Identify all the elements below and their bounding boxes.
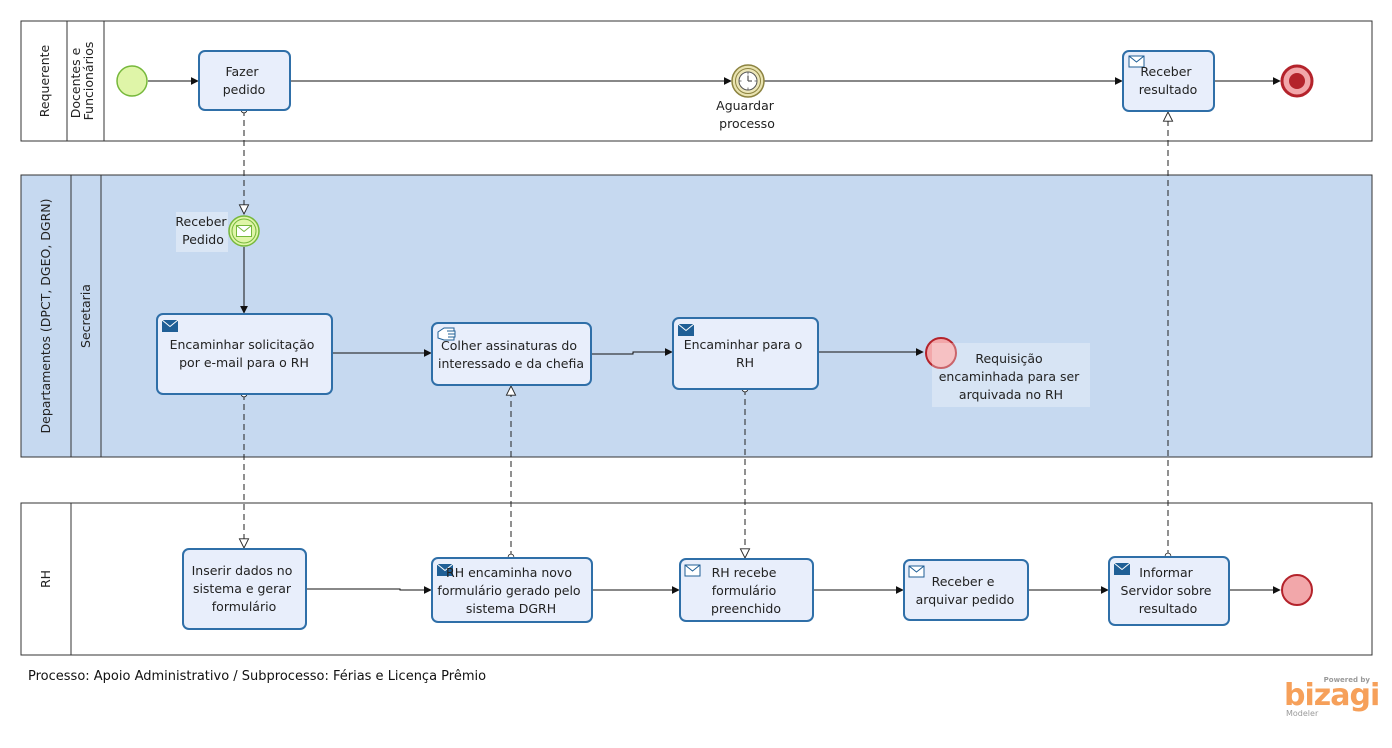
task-receber-resultado-label: Receber resultado [1139, 64, 1198, 97]
task-encaminhar-rh[interactable]: Encaminhar para o RH [672, 317, 819, 390]
logo-sub-text: Modeler [1286, 709, 1319, 718]
task-rh-encaminha[interactable]: RH encaminha novo formulário gerado pelo… [431, 557, 593, 623]
message-start-event-receber-pedido [228, 215, 260, 247]
pool-departamentos-label: Departamentos (DPCT, DGEO, DGRN) [38, 198, 53, 433]
receber-pedido-label-bg [176, 212, 228, 252]
diagram-caption: Processo: Apoio Administrativo / Subproc… [28, 669, 487, 684]
task-fazer-pedido[interactable]: Fazer pedido [198, 50, 291, 111]
lane-docentes-label: Docentes e Funcionários [68, 42, 96, 121]
envelope-outline-icon [1128, 55, 1145, 68]
start-event [116, 65, 148, 97]
task-inserir-dados[interactable]: Inserir dados no sistema e gerar formulá… [182, 548, 307, 630]
end-event-rh [1281, 574, 1313, 606]
manual-task-hand-icon [437, 327, 456, 341]
task-encaminhar-solicitacao[interactable]: Encaminhar solicitação por e-mail para o… [156, 313, 333, 395]
logo-brand-text: bizagi [1284, 678, 1380, 713]
task-rh-encaminha-label: RH encaminha novo formulário gerado pelo… [437, 565, 584, 616]
task-rh-recebe[interactable]: RH recebe formulário preenchido [679, 558, 814, 622]
flow-inserir-to-rh-encaminha [306, 586, 432, 594]
envelope-icon [236, 225, 252, 237]
task-inserir-dados-label: Inserir dados no sistema e gerar formulá… [192, 563, 297, 614]
sequence-flows [148, 77, 1281, 594]
envelope-filled-icon [1113, 562, 1131, 575]
envelope-outline-icon [684, 564, 701, 577]
timer-label-line: processo [719, 116, 775, 131]
task-encaminhar-solicitacao-label: Encaminhar solicitação por e-mail para o… [170, 337, 319, 370]
requisicao-end-label: Requisição encaminhada para ser arquivad… [939, 351, 1084, 402]
task-colher-assinaturas[interactable]: Colher assinaturas do interessado e da c… [431, 322, 592, 386]
end-event-requerente [1280, 64, 1314, 98]
timer-label-line: Aguardar [716, 98, 775, 113]
task-receber-arquivar[interactable]: Receber e arquivar pedido [903, 559, 1029, 621]
task-receber-arquivar-label: Receber e arquivar pedido [916, 574, 1015, 607]
task-receber-resultado[interactable]: Receber resultado [1122, 50, 1215, 112]
receber-pedido-label: Receber Pedido [175, 214, 230, 247]
task-fazer-pedido-label: Fazer pedido [223, 64, 266, 97]
requisicao-label-bg [932, 343, 1090, 407]
pool-rh-label: RH [38, 570, 53, 588]
message-flows [244, 110, 1168, 558]
lane-secretaria-label: Secretaria [78, 284, 93, 348]
flow-colher-to-encaminhar-rh [591, 348, 673, 356]
bizagi-logo: Powered by bizagi Modeler [1282, 676, 1380, 720]
task-colher-assinaturas-label: Colher assinaturas do interessado e da c… [438, 338, 584, 371]
task-informar-servidor[interactable]: Informar Servidor sobre resultado [1108, 556, 1230, 626]
task-encaminhar-rh-label: Encaminhar para o RH [684, 337, 807, 370]
timer-event-label: Aguardar processo [716, 98, 778, 131]
task-informar-servidor-label: Informar Servidor sobre resultado [1121, 565, 1216, 616]
envelope-filled-icon [677, 323, 695, 336]
end-event-departamentos [925, 337, 957, 369]
envelope-outline-icon [908, 565, 925, 578]
pool-requerente-label: Requerente [37, 44, 52, 117]
clock-icon [739, 72, 757, 90]
envelope-filled-icon [161, 319, 179, 332]
logo-powered-text: Powered by [1323, 676, 1370, 684]
task-rh-recebe-label: RH recebe formulário preenchido [711, 565, 781, 616]
envelope-filled-icon [436, 563, 454, 576]
timer-event-aguardar [731, 64, 765, 98]
